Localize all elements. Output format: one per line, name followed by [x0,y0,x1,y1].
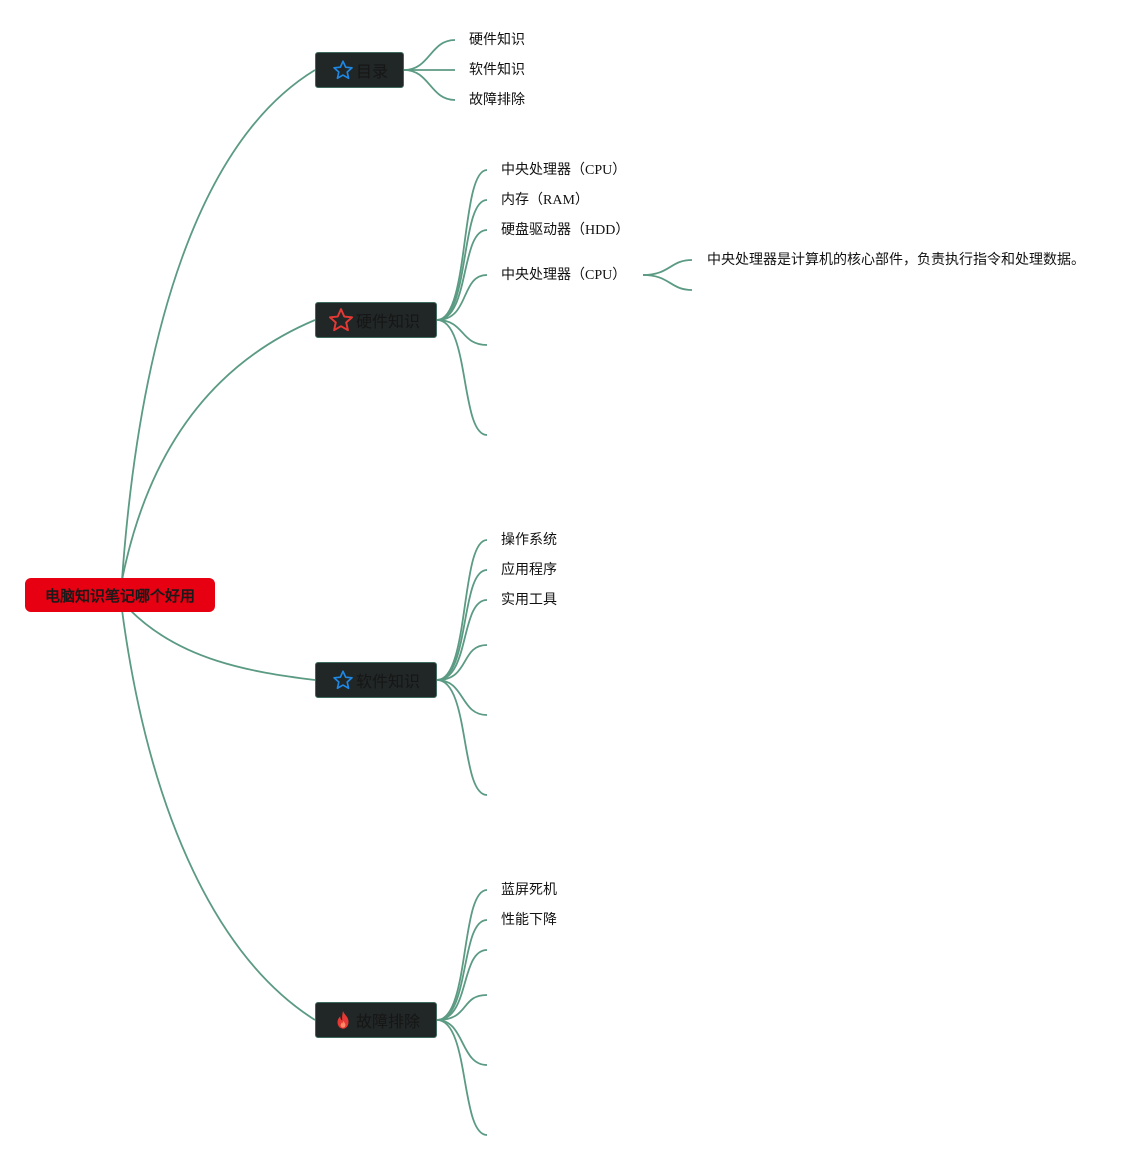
branch-node-label: 软件知识 [356,674,421,691]
leaf-node[interactable]: 操作系统 [501,533,557,548]
leaf-node[interactable]: 蓝屏死机 [501,883,557,898]
leaf-node[interactable]: 实用工具 [501,593,557,608]
leaf-node[interactable]: 硬盘驱动器（HDD） [501,223,630,238]
leaf-node[interactable]: 硬件知识 [469,33,525,48]
leaf-node[interactable]: 故障排除 [469,93,525,108]
blue-star-icon [332,669,354,691]
branch-node-troubleshooting[interactable]: 故障排除 [315,1002,437,1038]
leaf-node[interactable]: 中央处理器（CPU） [501,268,627,283]
leaf-node[interactable]: 软件知识 [469,63,525,78]
detail-node[interactable]: 中央处理器是计算机的核心部件，负责执行指令和处理数据。 [707,253,1085,268]
fire-icon [332,1009,354,1031]
blue-star-icon [332,59,354,81]
root-node-label: 电脑知识笔记哪个好用 [44,587,195,605]
leaf-node[interactable]: 中央处理器（CPU） [501,163,627,178]
red-star-icon [328,307,354,333]
branch-node-software[interactable]: 软件知识 [315,662,437,698]
branch-node-contents[interactable]: 目录 [315,52,404,88]
leaf-node[interactable]: 性能下降 [501,913,557,928]
branch-node-hardware[interactable]: 硬件知识 [315,302,437,338]
leaf-node[interactable]: 应用程序 [501,563,557,578]
branch-node-label: 故障排除 [356,1014,421,1031]
root-node[interactable]: 电脑知识笔记哪个好用 [25,578,215,612]
leaf-node[interactable]: 内存（RAM） [501,193,589,208]
branch-node-label: 目录 [356,64,389,81]
branch-node-label: 硬件知识 [356,314,421,331]
